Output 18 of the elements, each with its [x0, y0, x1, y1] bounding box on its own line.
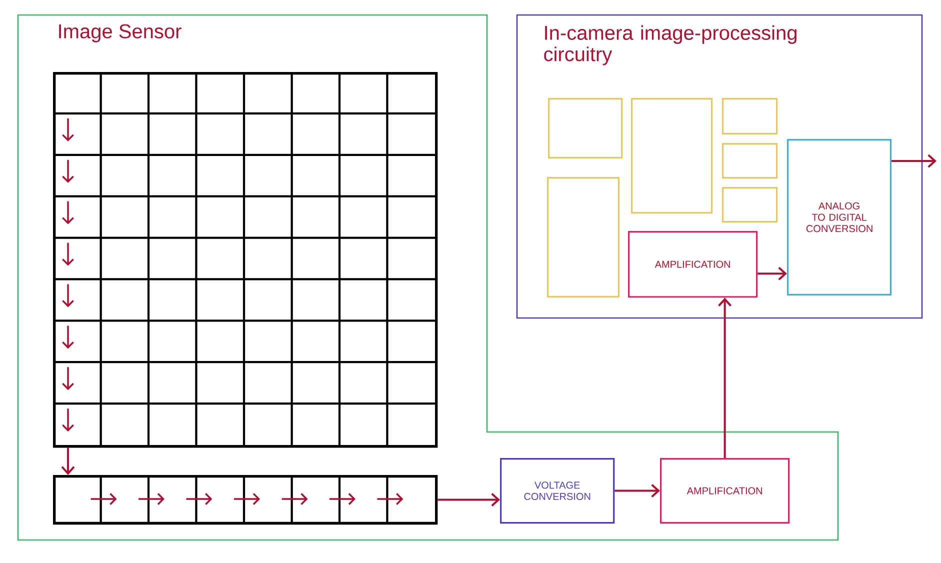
converter-box: VOLTAGE CONVERSION: [500, 458, 615, 524]
pixel-grid-drawing: [53, 72, 438, 448]
arrow: [61, 448, 75, 475]
arrow: [758, 266, 787, 280]
circuit-block: [722, 98, 778, 135]
arrow: [718, 298, 732, 458]
circuit-block: [722, 187, 778, 223]
circuit-block: [722, 143, 778, 179]
arrow: [614, 484, 660, 498]
amplifier-box: AMPLIFICATION: [660, 458, 790, 524]
amplifier-box: AMPLIFICATION: [628, 231, 758, 298]
circuit-block: [547, 177, 620, 298]
shift-register-drawing: [53, 475, 438, 525]
circuit-block: [548, 98, 623, 159]
circuit-block: [631, 98, 713, 214]
arrow: [892, 154, 937, 168]
converter-box: ANALOG TO DIGITAL CONVERSION: [787, 139, 892, 296]
arrow: [438, 493, 500, 507]
